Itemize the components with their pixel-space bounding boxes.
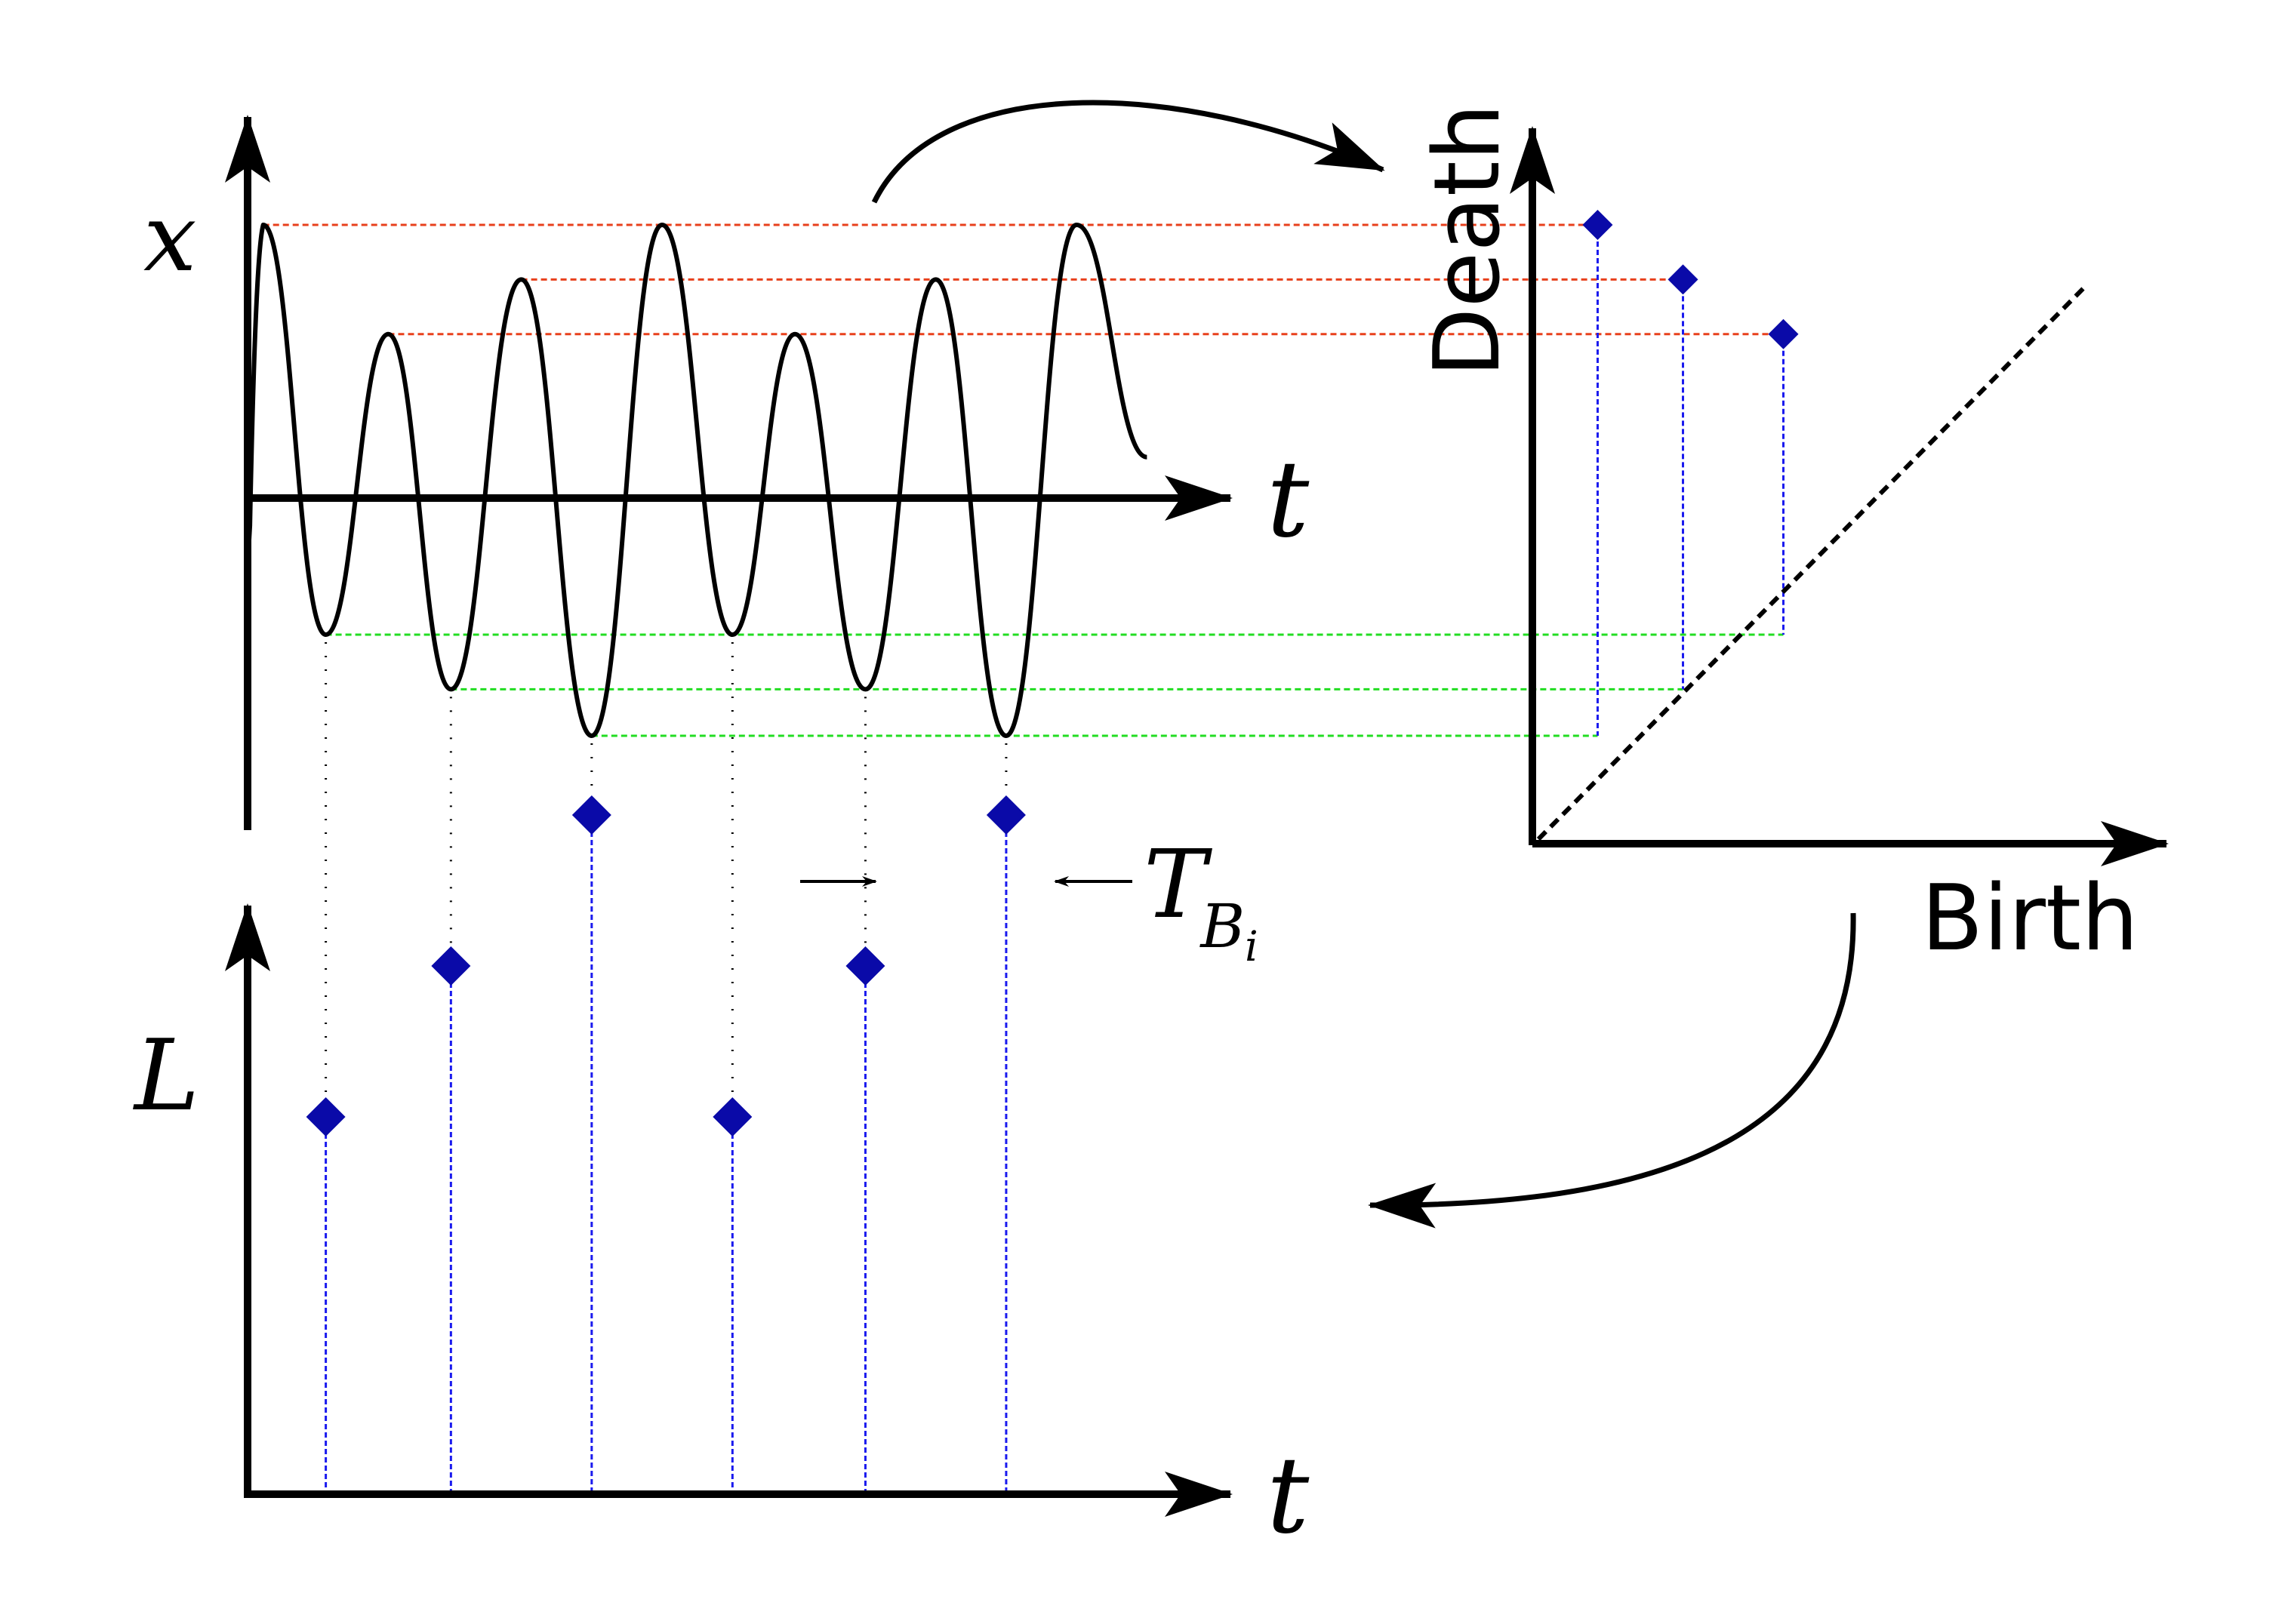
signal-y-label: x [143, 183, 197, 293]
lifetime-panel: L t TBi [133, 795, 1310, 1558]
pd-marker [1667, 264, 1698, 295]
lifetime-markers [306, 795, 1026, 1136]
period-label-main: T [1144, 830, 1212, 940]
flow-arrow-to-pd [871, 100, 1385, 204]
lifetime-marker [713, 1097, 753, 1136]
pd-y-label: Death [1415, 103, 1520, 377]
persistence-stems [1596, 225, 1785, 736]
period-label-sub2: i [1245, 922, 1258, 970]
signal-curve [245, 223, 1148, 738]
flow-arrow-to-lifetime [1368, 912, 1856, 1229]
lifetime-marker [986, 795, 1026, 835]
minima-drop-lines [325, 642, 1008, 1094]
period-label: TBi [1144, 830, 1258, 970]
pd-markers [1582, 210, 1799, 349]
lifetime-stems [325, 815, 1008, 1493]
maxima-guide-lines [263, 223, 1784, 336]
signal-panel: x t [143, 115, 1310, 830]
lifetime-marker [845, 946, 885, 986]
minima-guide-lines [325, 633, 1784, 737]
lifetime-y-label: L [133, 1018, 199, 1133]
pd-diagonal [1536, 285, 2087, 841]
lifetime-x-label: t [1267, 1435, 1310, 1558]
pd-marker [1582, 210, 1613, 240]
signal-x-label: t [1267, 438, 1310, 561]
pd-x-label: Birth [1921, 866, 2139, 971]
pd-marker [1768, 318, 1799, 349]
lifetime-marker [431, 946, 471, 986]
persistence-panel: Death Birth [1415, 103, 2169, 971]
lifetime-marker [306, 1097, 346, 1136]
period-label-sub: B [1199, 891, 1245, 961]
lifetime-marker [571, 795, 611, 835]
